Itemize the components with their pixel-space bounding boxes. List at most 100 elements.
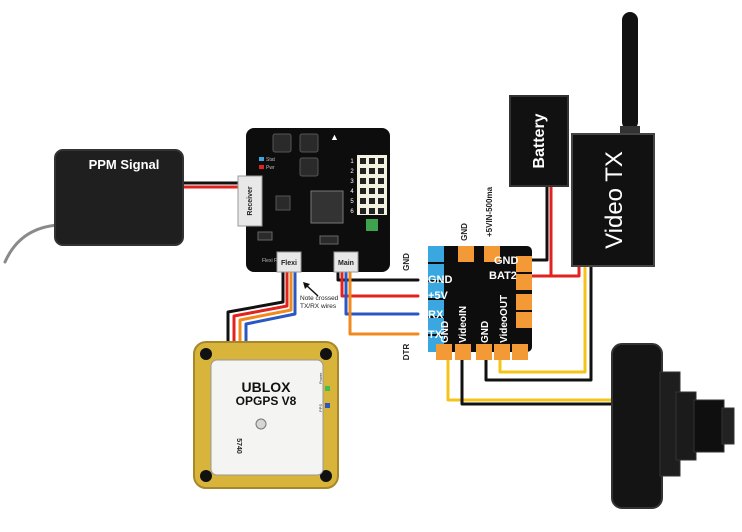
- fc-part-a: [257, 231, 273, 241]
- osd-left-pin-2: [428, 264, 444, 280]
- osd-side-label-gnd: GND: [402, 253, 411, 271]
- gps-title-line1: UBLOX: [242, 379, 292, 395]
- flexi-port-caption: Flexi Port: [262, 258, 284, 264]
- osd-side-label-dtr: DTR: [402, 344, 411, 361]
- vtx-label: Video TX: [601, 151, 628, 249]
- camera-lens-cap: [721, 407, 735, 445]
- fc-header-pin: [369, 158, 375, 164]
- battery-body: [509, 95, 569, 187]
- osd-bottom-pin-2: [455, 344, 471, 360]
- fc-part-b: [319, 235, 339, 245]
- fc-header-pin: [360, 198, 366, 204]
- osd-left-pin-3: [428, 282, 444, 298]
- osd-left-pin-1: [428, 246, 444, 262]
- gps-feed-point: [255, 418, 267, 430]
- osd-pin-tx: TX: [428, 329, 443, 341]
- fc-header-pin: [360, 168, 366, 174]
- osd-bottom-gnd-1: GND: [440, 321, 451, 343]
- receiver-antenna-wire: [3, 223, 60, 264]
- fc-chip-4: [275, 195, 291, 211]
- wires: [3, 181, 614, 406]
- fc-header-pin: [360, 188, 366, 194]
- osd-top-pin-1: [458, 246, 474, 262]
- vtx-antenna-base: [620, 126, 640, 136]
- main-wire-5v: [340, 268, 420, 298]
- main-wire-gnd: [336, 268, 420, 282]
- pin-number-6: 6: [350, 209, 354, 215]
- crossed-wires-note: Note crossed TX/RX wires: [300, 282, 339, 310]
- fc-header-pin: [360, 208, 366, 214]
- fc-arrow-icon: ▲: [330, 132, 339, 142]
- camera-gnd-wire: [460, 350, 614, 406]
- osd-left-pin-4: [428, 300, 444, 316]
- fc-led-stat: [259, 157, 264, 161]
- camera-lens: [693, 399, 725, 453]
- receiver-port-label: Receiver: [247, 186, 254, 215]
- osd-top-label-gnd: GND: [460, 223, 469, 241]
- osd-right-pin-4: [516, 312, 532, 328]
- vtx-body: [571, 133, 655, 267]
- fc-header-pin: [378, 188, 384, 194]
- gps-wire-blue: [244, 270, 297, 344]
- gps-wire-orange: [238, 270, 293, 344]
- video-tx: Video TX: [571, 12, 655, 267]
- osd-bottom-pin-3: [476, 344, 492, 360]
- note-line-1: Note crossed: [300, 295, 339, 302]
- camera-video-wire: [446, 350, 614, 402]
- gps-wire-red: [232, 270, 289, 344]
- fc-header-pin: [378, 168, 384, 174]
- camera-body: [611, 343, 663, 509]
- osd-bottom-pin-4: [494, 344, 510, 360]
- fc-header-pin: [378, 158, 384, 164]
- fc-header-pin: [369, 198, 375, 204]
- gps-mount-hole-tr: [320, 348, 332, 360]
- fc-green-component: [366, 219, 378, 231]
- gps-mount-hole-tl: [200, 348, 212, 360]
- fc-header-pin: [378, 198, 384, 204]
- fc-header-pin: [378, 178, 384, 184]
- fc-header-pin: [360, 178, 366, 184]
- fc-led-stat-label: Stat: [266, 157, 276, 163]
- battery-label: Battery: [531, 113, 548, 168]
- pin-number-5: 5: [350, 199, 354, 205]
- main-port-label: Main: [338, 260, 354, 267]
- flexi-port: [276, 251, 302, 273]
- osd-bottom-videoout: VideoOUT: [499, 295, 510, 343]
- flexi-port-label: Flexi: [281, 260, 297, 267]
- gps-serial: 5740: [235, 438, 242, 454]
- osd-bottom-pin-1: [436, 344, 452, 360]
- fc-header-pin: [369, 208, 375, 214]
- note-arrow-line: [305, 284, 319, 297]
- gps-mount-hole-bl: [200, 470, 212, 482]
- vtx-wire-red: [549, 262, 581, 278]
- osd-right-pin-2: [516, 274, 532, 290]
- gps-antenna-patch: [210, 359, 324, 476]
- gps-wire-black: [226, 270, 285, 344]
- osd-right-pin-3: [516, 294, 532, 310]
- osd-pin-gnd-left: GND: [428, 274, 453, 286]
- camera-lens-ring: [675, 391, 697, 461]
- osd-top-label-power: +5VIN-500ma: [485, 186, 494, 237]
- osd-top-pin-2: [484, 246, 500, 262]
- osd-pin-bat2: BAT2: [489, 270, 517, 282]
- fc-header-pin: [369, 178, 375, 184]
- gps-mount-hole-br: [320, 470, 332, 482]
- osd-bottom-pin-5: [512, 344, 528, 360]
- gps-module: UBLOX OPGPS V8 5740 Power PPS: [193, 341, 339, 489]
- fc-header-pin: [360, 158, 366, 164]
- fc-header-body: [357, 155, 387, 215]
- gps-title-line2: OPGPS V8: [236, 394, 297, 408]
- flight-controller: Receiver ▲ Stat Pwr 1 2 3 4 5 6 Flexi Po…: [237, 128, 390, 273]
- fc-header-pin: [378, 208, 384, 214]
- ppm-receiver: PPM Signal: [54, 149, 184, 246]
- fc-chip-3: [299, 157, 319, 177]
- osd-right-pin-1: [516, 256, 532, 272]
- osd-board-body: [428, 246, 532, 352]
- fc-header-pin: [369, 168, 375, 174]
- ppm-label: PPM Signal: [89, 157, 160, 172]
- osd-board: GND BAT2 GND VideoIN GND VideoOUT GND+5V…: [428, 246, 532, 360]
- osd-pin-gnd-right: GND: [494, 255, 519, 267]
- osd-pin-rx: RX: [428, 309, 444, 321]
- battery: Battery: [509, 95, 569, 187]
